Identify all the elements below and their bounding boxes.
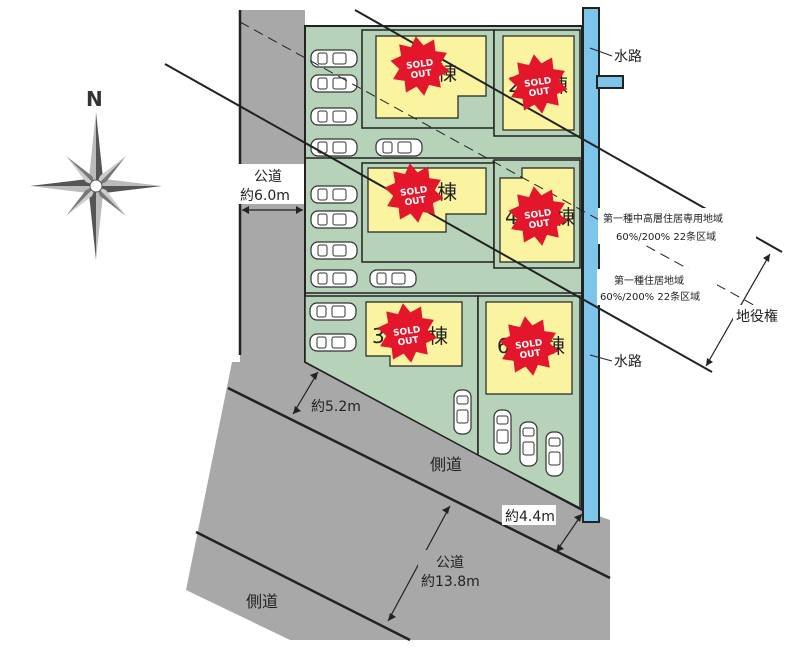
south-road [186,362,610,640]
road-edge-upper [227,386,611,580]
dimension-arrow-head [388,613,396,621]
corner-dimension [555,513,583,553]
parking-car-icon [369,269,417,288]
svg-text:SOLDOUT: SOLDOUT [524,208,554,232]
waterway-label-south: 水路 [614,354,642,370]
svg-text:SOLDOUT: SOLDOUT [515,338,545,362]
lot-label-3: 3 棟 SOLDOUT [372,299,448,367]
sidewalk-label-lower: 側道 [246,592,278,611]
sold-out-badge: SOLDOUT [387,32,453,100]
svg-text:SOLDOUT: SOLDOUT [393,325,423,349]
west-road-width: 約6.0m [240,188,290,204]
dimension-arrow-head [556,544,564,552]
zoning-lower-name: 第一種住居地域 [614,274,684,287]
dimension-arrow-head [242,206,249,214]
south-road-name: 公道 [436,555,464,571]
waterway-label-north: 水路 [614,49,642,65]
svg-text:SOLDOUT: SOLDOUT [400,185,430,209]
parking-car-icon [310,74,358,93]
parking-car-icon [493,409,512,455]
south-road-label-bg [418,550,494,590]
waterway-label-leader [589,47,613,57]
lot-label-6: 6 棟 SOLDOUT [496,312,565,380]
parking-car-icon [310,185,358,204]
parking-car-icon [310,269,358,288]
lot-label-1: 1 棟 SOLDOUT [387,32,457,100]
lot-label-4: 4 棟 SOLDOUT [505,182,575,250]
svg-text:SOLDOUT: SOLDOUT [524,76,554,100]
dimension-arrow-head [442,506,450,514]
road-edge-lower [195,530,411,642]
zoning-boundary-line [239,21,771,315]
dimension-arrow-head [293,406,301,414]
easement-arrow-head [763,254,770,262]
parking-car-icon [310,107,358,126]
easement-label: 地役権 [736,308,778,325]
waterway-channel [582,7,600,523]
sold-out-badge: SOLDOUT [374,299,440,367]
west-road-label-bg [238,164,304,204]
compass-north-label: N [86,87,103,111]
dimension-arrow-head [574,514,582,522]
parking-car-icon [310,210,358,229]
lot-suffix: 棟 [428,324,448,348]
sold-out-badge: SOLDOUT [505,50,571,118]
zoning-upper-ratio: 60%/200% 22条区域 [616,230,716,243]
lot-edge-dimension [292,371,319,415]
sold-out-badge: SOLDOUT [381,159,447,227]
west-road-name: 公道 [254,169,282,185]
lot-edge-dimension-label: 約5.2m [311,399,361,415]
sold-out-badge: SOLDOUT [496,312,562,380]
lot-label-2: 2 棟 SOLDOUT [505,50,571,118]
parking-car-icon [309,302,357,321]
corner-dimension-label-bg [502,505,556,525]
parking-car-icon [375,138,423,157]
parking-car-icon [453,389,472,435]
zoning-label-bg [598,208,756,244]
easement-arrow-head [706,358,713,366]
waterway-branch [596,75,624,89]
parking-car-icon [309,333,357,352]
lot-label-5: 5 棟 SOLDOUT [381,159,457,227]
compass-rose-icon [30,112,162,260]
svg-text:SOLDOUT: SOLDOUT [406,58,436,82]
parking-car-icon [545,431,564,477]
parking-car-icon [310,138,358,157]
lot-suffix: 棟 [437,180,457,204]
zoning-label-bg [597,269,717,305]
dimension-arrow-head [296,206,303,214]
corner-dimension-label: 約4.4m [505,509,555,525]
waterway-label-leader [589,354,613,362]
sold-out-badge: SOLDOUT [505,182,571,250]
parking-car-icon [519,421,538,467]
easement-line-lower [164,63,713,373]
zoning-upper-name: 第一種中高層住居専用地域 [603,212,723,225]
easement-label-bg [733,305,789,325]
sidewalk-label-upper: 側道 [430,455,462,474]
south-road-width: 約13.8m [421,574,480,590]
parking-car-icon [310,241,358,260]
dimension-arrow-head [310,372,318,380]
zoning-lower-ratio: 60%/200% 22条区域 [600,290,700,303]
